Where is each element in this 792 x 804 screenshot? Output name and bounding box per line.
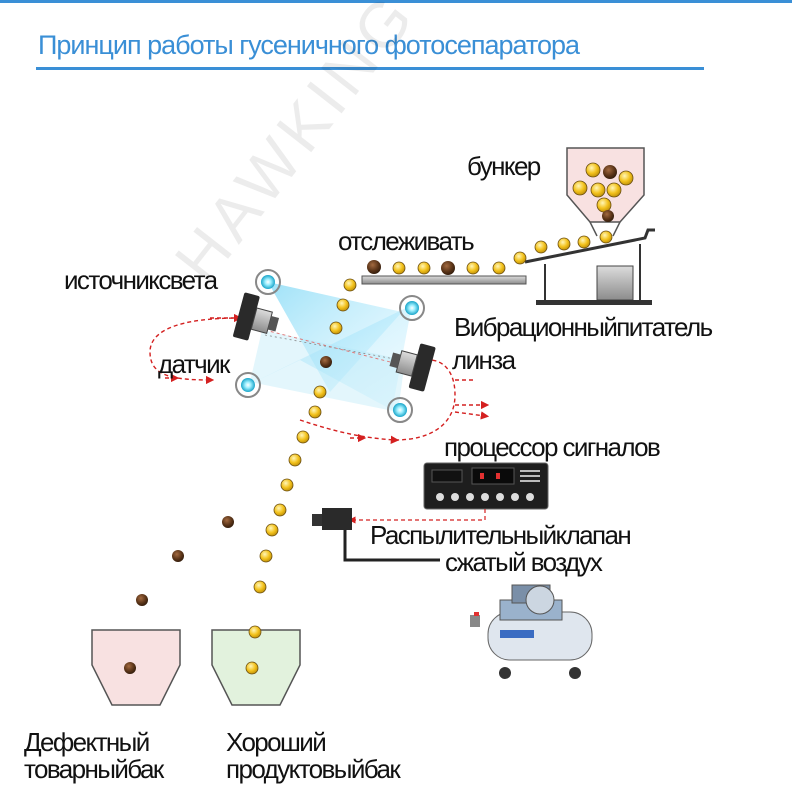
grain-stream xyxy=(124,162,634,675)
defect-bin-label-line1: Дефектный xyxy=(24,727,150,757)
air-compressor-icon xyxy=(470,584,593,679)
light-source-label: источниксвета xyxy=(64,265,218,295)
vibratory-feeder-icon xyxy=(524,228,655,305)
defect-bin-label-line2: товарныйбак xyxy=(24,754,164,784)
signal-processor-label: процессор сигналов xyxy=(444,432,661,462)
top-accent-rule xyxy=(0,0,792,3)
track-belt xyxy=(361,275,527,285)
lens-label: линза xyxy=(452,345,516,375)
sensor-camera-icon xyxy=(233,292,436,392)
spray-valve-label: Распылительныйклапан xyxy=(370,520,632,550)
signal-loop xyxy=(149,313,490,444)
compressed-air-label: сжатый воздух xyxy=(445,547,603,577)
bin-icon xyxy=(91,629,301,706)
hopper-icon xyxy=(566,147,645,237)
title-underline xyxy=(36,67,704,70)
track-label: отслеживать xyxy=(338,226,475,256)
page-title: Принцип работы гусеничного фотосепаратор… xyxy=(38,30,580,60)
light-beams xyxy=(248,282,412,412)
good-bin-label-line1: Хороший xyxy=(226,727,327,757)
light-source-icon xyxy=(235,269,425,423)
control-line xyxy=(348,509,486,524)
hopper-label: бункер xyxy=(467,151,541,181)
good-bin-label-line2: продуктовыйбак xyxy=(226,754,401,784)
spray-valve-icon xyxy=(312,508,440,562)
signal-processor-icon xyxy=(423,462,549,510)
sensor-label: датчик xyxy=(158,349,230,379)
vibratory-feeder-label: Вибрационныйпитатель xyxy=(454,312,713,342)
